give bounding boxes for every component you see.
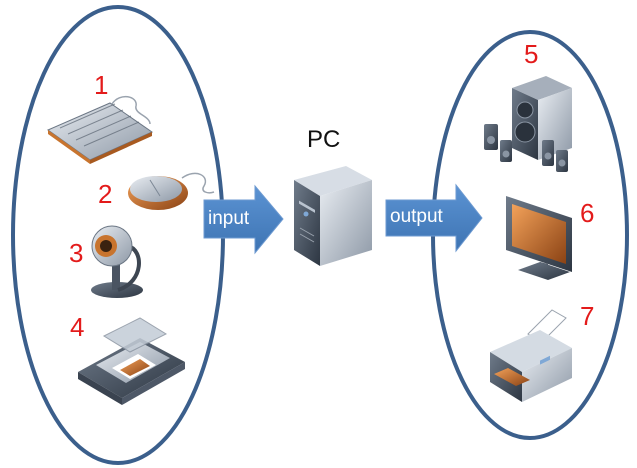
webcam-icon (91, 225, 143, 298)
input-arrow (203, 184, 284, 255)
pc-tower-icon (294, 166, 372, 266)
printer-icon (490, 309, 572, 402)
keyboard-icon (46, 95, 154, 164)
mouse-icon (128, 172, 215, 210)
monitor-icon (506, 196, 572, 280)
output-arrow (385, 183, 483, 253)
device-number-7: 7 (580, 301, 595, 331)
device-number-2: 2 (98, 179, 113, 209)
device-number-4: 4 (70, 312, 85, 342)
device-number-6: 6 (580, 198, 595, 228)
scanner-icon (78, 317, 185, 405)
device-number-5: 5 (524, 39, 539, 69)
input-arrow-label: input (208, 208, 250, 229)
device-number-3: 3 (69, 238, 84, 268)
output-arrow-label: output (390, 206, 443, 227)
pc-label: PC (307, 126, 341, 153)
speakers-icon (484, 76, 572, 172)
device-number-1: 1 (94, 70, 109, 100)
